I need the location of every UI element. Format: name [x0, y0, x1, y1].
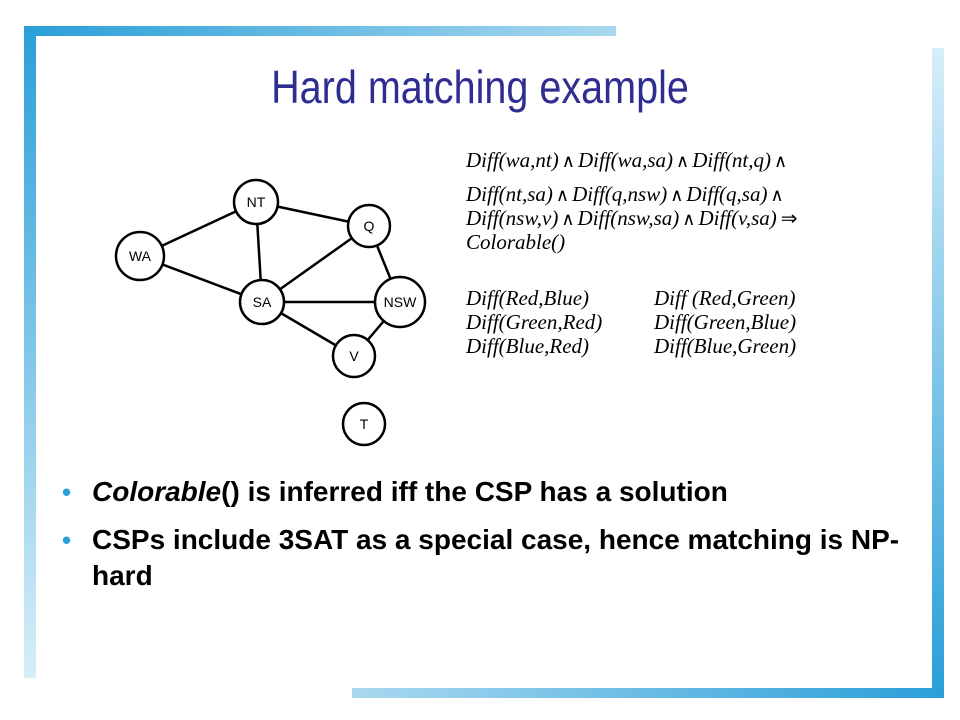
node-circle [114, 230, 166, 282]
and-symbol: ∧ [670, 185, 684, 205]
node-circle [346, 203, 392, 249]
decorative-bar-left [24, 26, 36, 678]
and-symbol: ∧ [555, 185, 570, 205]
fact-term: Diff (Red,Green) [654, 286, 796, 310]
rule-term: Diff(v,sa) [698, 206, 777, 230]
rule-line-3: Diff(nsw,v)∧Diff(nsw,sa)∧Diff(v,sa)⇒ [466, 206, 926, 230]
and-symbol: ∧ [676, 151, 690, 171]
rule-term: Diff(wa,nt) [466, 148, 559, 172]
implies-symbol: ⇒ [780, 208, 798, 230]
rule-term: Diff(q,sa) [686, 182, 768, 206]
rule-conclusion: Colorable() [466, 230, 566, 254]
node-label: NSW [384, 294, 417, 310]
fact-term: Diff(Red,Blue) [466, 286, 590, 310]
node-circle [331, 333, 377, 379]
node-circle [341, 401, 387, 447]
node-label: T [360, 416, 369, 432]
node-label: Q [364, 218, 375, 234]
node-nsw: NSW [373, 275, 427, 329]
node-t: T [341, 401, 387, 447]
decorative-bar-top [24, 26, 616, 36]
and-symbol: ∧ [561, 209, 575, 229]
fact-row: Diff(Red,Blue) Diff (Red,Green) [466, 286, 926, 310]
rule-line-1: Diff(wa,nt)∧Diff(wa,sa)∧Diff(nt,q)∧ [466, 148, 926, 172]
rule-term: Diff(q,nsw) [572, 182, 668, 206]
bullet-rest: CSPs include 3SAT as a special case, hen… [92, 524, 900, 591]
bullet-text: Colorable() is inferred iff the CSP has … [92, 474, 922, 510]
bullet-text: CSPs include 3SAT as a special case, hen… [92, 522, 922, 594]
node-label: V [349, 348, 359, 364]
node-v: V [331, 333, 377, 379]
formula-gap [466, 254, 926, 286]
node-nt: NT [232, 178, 280, 226]
bullet-item: • Colorable() is inferred iff the CSP ha… [62, 474, 922, 510]
bullet-rest: () is inferred iff the CSP has a solutio… [221, 476, 728, 507]
rule-term: Diff(nt,q) [692, 148, 771, 172]
node-sa: SA [238, 278, 286, 326]
and-symbol: ∧ [773, 151, 788, 171]
bullet-list: • Colorable() is inferred iff the CSP ha… [62, 474, 922, 606]
fact-term: Diff(Green,Blue) [654, 310, 797, 334]
bullet-dot-icon: • [62, 525, 72, 555]
bullet-dot-icon: • [62, 477, 72, 507]
node-label: SA [253, 294, 272, 310]
and-symbol: ∧ [770, 185, 784, 205]
rule-term: Diff(nsw,v) [466, 206, 559, 230]
rule-term: Diff(nsw,sa) [577, 206, 680, 230]
node-wa: WA [114, 230, 166, 282]
rule-term: Diff(nt,sa) [466, 182, 553, 206]
node-label: NT [247, 194, 266, 210]
node-circle [238, 278, 286, 326]
rule-term: Diff(wa,sa) [577, 148, 674, 172]
decorative-bar-bottom [352, 688, 944, 698]
constraint-graph: WA NT Q SA NSW V T [114, 178, 427, 447]
bullet-italic-term: Colorable [92, 476, 222, 507]
node-circle [373, 275, 427, 329]
and-symbol: ∧ [561, 151, 575, 171]
fact-term: Diff(Blue,Red) [466, 334, 590, 358]
decorative-bar-right [932, 48, 944, 692]
bullet-item: • CSPs include 3SAT as a special case, h… [62, 522, 922, 594]
formula-block: Diff(wa,nt)∧Diff(wa,sa)∧Diff(nt,q)∧ Diff… [466, 148, 926, 358]
fact-term: Diff(Blue,Green) [654, 334, 797, 358]
and-symbol: ∧ [682, 209, 696, 229]
fact-row: Diff(Blue,Red) Diff(Blue,Green) [466, 334, 926, 358]
rule-line-2: Diff(nt,sa)∧Diff(q,nsw)∧Diff(q,sa)∧ [466, 182, 926, 206]
fact-term: Diff(Green,Red) [466, 310, 603, 334]
node-q: Q [346, 203, 392, 249]
node-label: WA [129, 248, 152, 264]
fact-row: Diff(Green,Red) Diff(Green,Blue) [466, 310, 926, 334]
node-circle [232, 178, 280, 226]
slide-title: Hard matching example [271, 61, 689, 113]
